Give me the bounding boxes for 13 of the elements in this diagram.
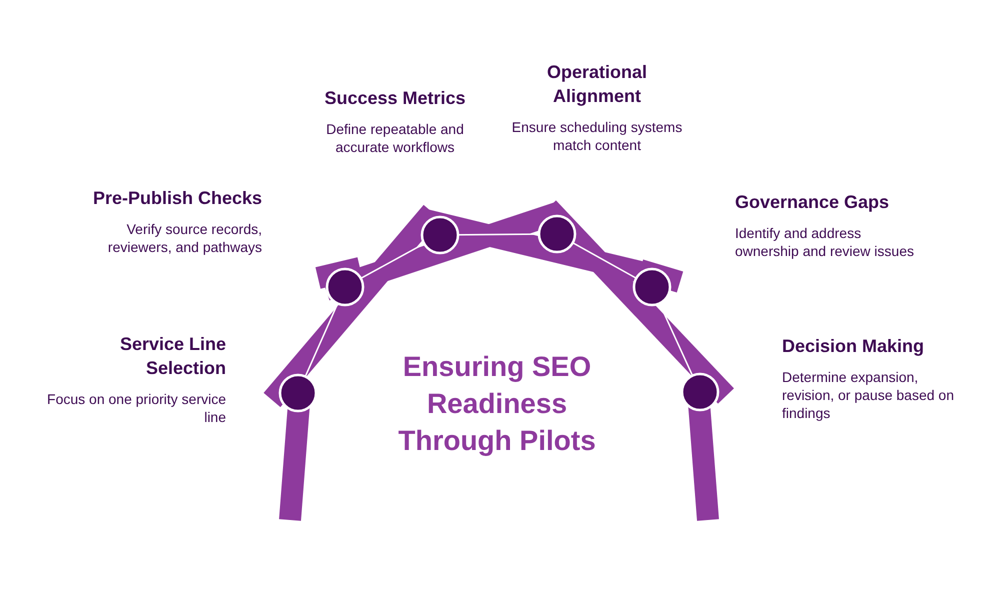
step-description: Determine expansion, revision, or pause based on findings <box>782 368 955 422</box>
step-heading: Success Metrics <box>323 87 467 110</box>
step-heading: Decision Making <box>782 335 926 358</box>
diagram-title: Ensuring SEO Readiness Through Pilots <box>397 350 597 458</box>
step-description: Verify source records, reviewers, and pathways <box>106 220 262 256</box>
step-heading: Governance Gaps <box>735 191 890 214</box>
step-description: Ensure scheduling systems match content <box>510 118 684 154</box>
step-heading: Service Line Selection <box>118 333 226 380</box>
step-description: Focus on one priority service line <box>46 390 226 426</box>
step-heading: Pre-Publish Checks <box>92 187 262 210</box>
step-description: Identify and address ownership and review issues <box>735 224 915 260</box>
step-heading: Operational Alignment <box>546 61 648 108</box>
step-description: Define repeatable and accurate workflows <box>325 120 465 156</box>
